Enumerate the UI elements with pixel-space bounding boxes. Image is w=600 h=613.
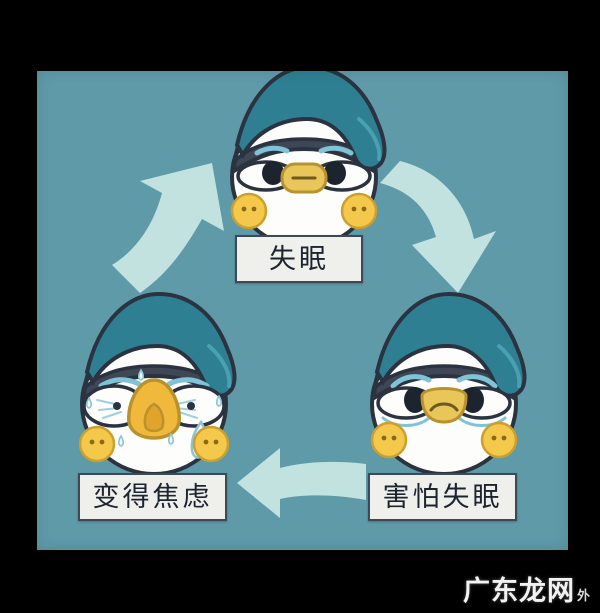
label-text-insomnia: 失眠	[269, 243, 329, 275]
label-chip-becoming-anxious: 变得焦虑	[78, 473, 227, 521]
label-text-becoming-anxious: 变得焦虑	[92, 481, 213, 513]
label-chip-insomnia: 失眠	[235, 235, 363, 283]
character-penguin-anxious	[78, 291, 237, 476]
character-penguin-sleepy	[230, 71, 387, 249]
arrow-left-to-top-icon	[112, 163, 224, 293]
label-text-fear-of-insomnia: 害怕失眠	[382, 481, 503, 513]
label-chip-fear-of-insomnia: 害怕失眠	[368, 473, 517, 521]
watermark-sub-text: 外	[576, 589, 590, 604]
arrow-top-to-right-icon	[380, 161, 496, 293]
character-penguin-worried	[370, 291, 527, 476]
arrow-right-to-left-icon	[237, 448, 366, 518]
watermark: 广东龙网 外	[463, 578, 590, 605]
illustration-panel: 失眠 害怕失眠 变得焦虑	[37, 71, 568, 550]
watermark-main-text: 广东龙网	[462, 576, 575, 607]
